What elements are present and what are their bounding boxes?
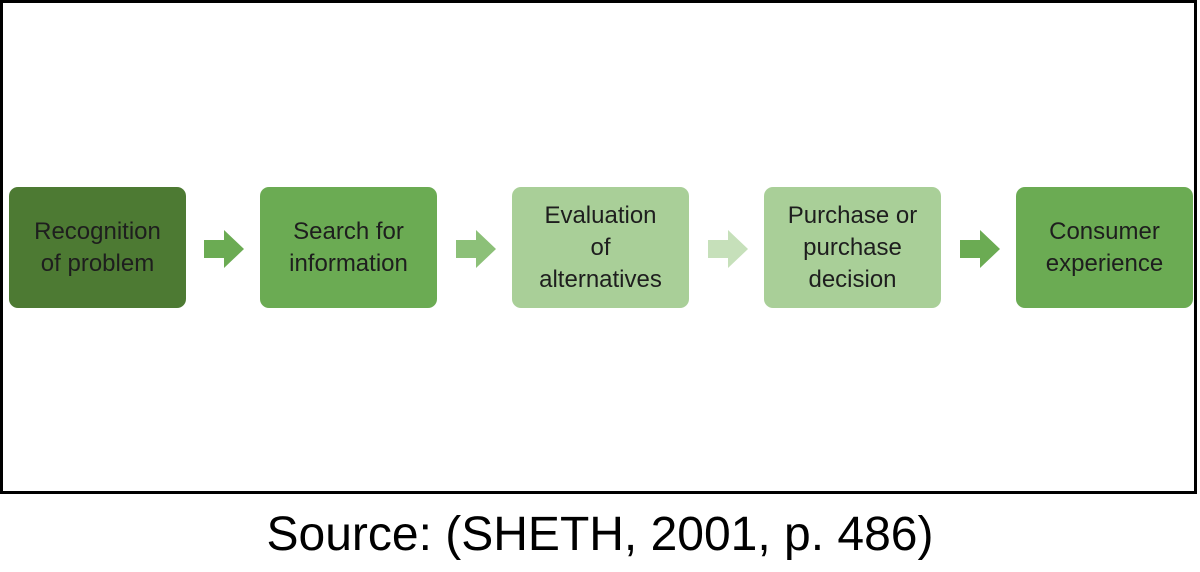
right-arrow-icon [204, 230, 244, 268]
step-label: Evaluation of alternatives [539, 201, 662, 293]
step-recognition-of-problem: Recognition of problem [9, 187, 186, 308]
step-label: Purchase or purchase decision [787, 201, 918, 293]
arrow-shape [456, 230, 496, 268]
source-caption: Source: (SHETH, 2001, p. 486) [266, 508, 934, 561]
step-label: Search for information [289, 217, 408, 277]
arrow-shape [960, 230, 1000, 268]
step-search-for-information: Search for information [260, 187, 437, 308]
step-label: Consumer experience [1045, 217, 1164, 277]
arrow-shape [708, 230, 748, 268]
step-label: Recognition of problem [34, 217, 161, 277]
arrow-shape [204, 230, 244, 268]
step-evaluation-of-alternatives: Evaluation of alternatives [512, 187, 689, 308]
right-arrow-icon [708, 230, 748, 268]
step-consumer-experience: Consumer experience [1016, 187, 1193, 308]
right-arrow-icon [960, 230, 1000, 268]
step-purchase-decision: Purchase or purchase decision [764, 187, 941, 308]
right-arrow-icon [456, 230, 496, 268]
